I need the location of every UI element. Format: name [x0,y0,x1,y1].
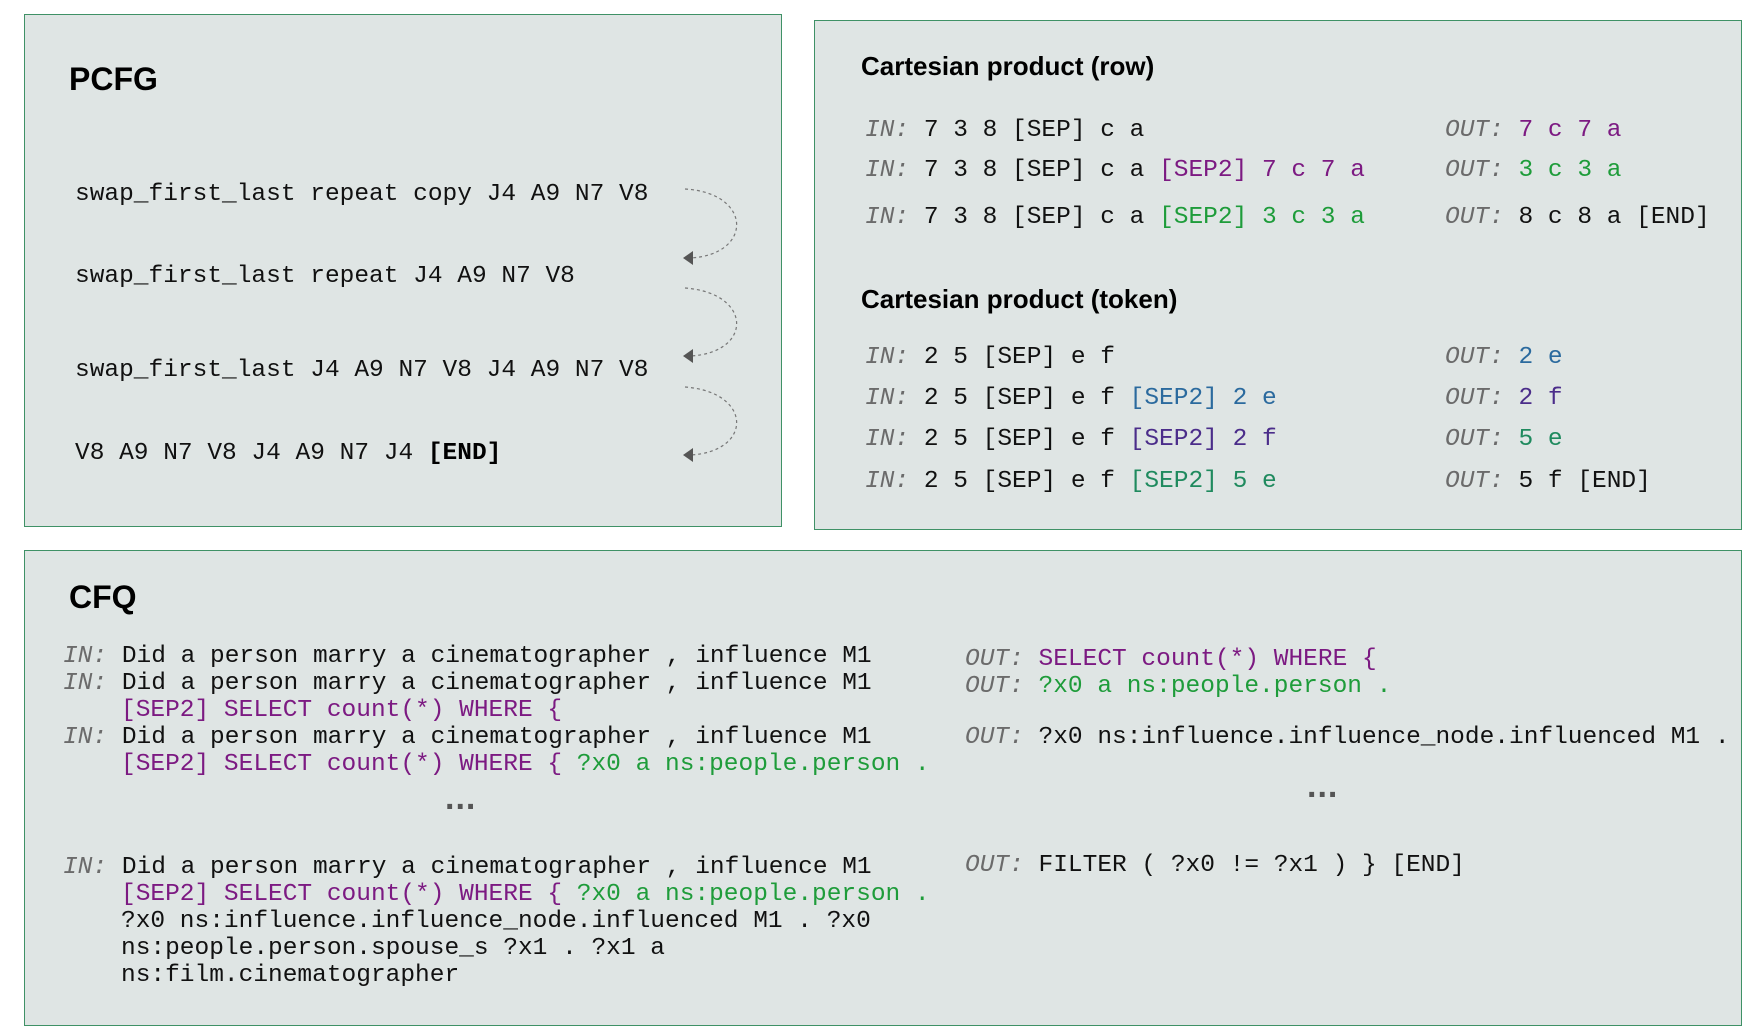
row-in-2: IN: 7 3 8 [SEP] c a [SEP2] 7 c 7 a [865,157,1365,184]
cfq-in-last-sep2: [SEP2] SELECT count(*) WHERE { ?x0 a ns:… [121,881,930,908]
arrow-head-1 [683,251,693,265]
cfq-title: CFQ [69,579,137,615]
cfq-in-3-sep2: [SEP2] SELECT count(*) WHERE { ?x0 a ns:… [121,751,930,778]
token-out-3: OUT: 5 e [1445,426,1563,453]
token-in-4: IN: 2 5 [SEP] e f [SEP2] 5 e [865,468,1277,495]
token-out-4: OUT: 5 f [END] [1445,468,1651,495]
token-out-1: OUT: 2 e [1445,344,1563,371]
arrow-head-3 [683,448,693,462]
pcfg-panel: PCFG swap_first_last repeat copy J4 A9 N… [24,14,782,527]
pcfg-line-3: swap_first_last J4 A9 N7 V8 J4 A9 N7 V8 [75,357,649,384]
arrow-curve-3 [684,386,738,456]
token-in-3: IN: 2 5 [SEP] e f [SEP2] 2 f [865,426,1277,453]
token-in-2: IN: 2 5 [SEP] e f [SEP2] 2 e [865,385,1277,412]
row-in-1: IN: 7 3 8 [SEP] c a [865,117,1145,144]
row-out-3: OUT: 8 c 8 a [END] [1445,204,1710,231]
cfq-out-ellipsis: ... [1307,767,1339,805]
arrow-curve-2 [684,287,738,357]
pcfg-end-token: [END] [427,440,502,467]
row-out-2: OUT: 3 c 3 a [1445,157,1622,184]
token-out-2: OUT: 2 f [1445,385,1563,412]
cfq-in-1: IN: Did a person marry a cinematographer… [63,643,872,670]
cartesian-token-title: Cartesian product (token) [861,284,1178,314]
cartesian-row-title: Cartesian product (row) [861,51,1155,81]
cfq-out-4: OUT: FILTER ( ?x0 != ?x1 ) } [END] [965,852,1465,879]
cfq-out-3: OUT: ?x0 ns:influence.influence_node.inf… [965,724,1730,751]
cfq-in-3: IN: Did a person marry a cinematographer… [63,724,872,751]
pcfg-transition-arrows [683,188,738,462]
pcfg-line-1: swap_first_last repeat copy J4 A9 N7 V8 [75,181,649,208]
pcfg-line-4: V8 A9 N7 V8 J4 A9 N7 J4 [END] [75,440,501,467]
arrow-curve-1 [684,188,738,259]
cfq-panel: CFQ IN: Did a person marry a cinematogra… [24,550,1742,1026]
cfq-out-1: OUT: SELECT count(*) WHERE { [965,646,1377,673]
cfq-in-2: IN: Did a person marry a cinematographer… [63,670,872,697]
cfq-in-last-line4: ns:people.person.spouse_s ?x1 . ?x1 a [121,935,665,962]
token-in-1: IN: 2 5 [SEP] e f [865,344,1115,371]
cfq-in-ellipsis: ... [445,779,477,817]
cartesian-panel: Cartesian product (row) IN: 7 3 8 [SEP] … [814,20,1742,530]
arrow-head-2 [683,349,693,363]
cfq-in-last: IN: Did a person marry a cinematographer… [63,854,872,881]
row-out-1: OUT: 7 c 7 a [1445,117,1622,144]
cfq-in-last-line5: ns:film.cinematographer [121,962,460,989]
pcfg-line-4-text: V8 A9 N7 V8 J4 A9 N7 J4 [75,440,428,467]
cfq-in-2-sep2: [SEP2] SELECT count(*) WHERE { [121,697,563,724]
pcfg-title: PCFG [69,61,158,97]
cfq-in-last-line3: ?x0 ns:influence.influence_node.influenc… [121,908,871,935]
cfq-out-2: OUT: ?x0 a ns:people.person . [965,673,1392,700]
pcfg-line-2: swap_first_last repeat J4 A9 N7 V8 [75,263,575,290]
row-in-3: IN: 7 3 8 [SEP] c a [SEP2] 3 c 3 a [865,204,1365,231]
